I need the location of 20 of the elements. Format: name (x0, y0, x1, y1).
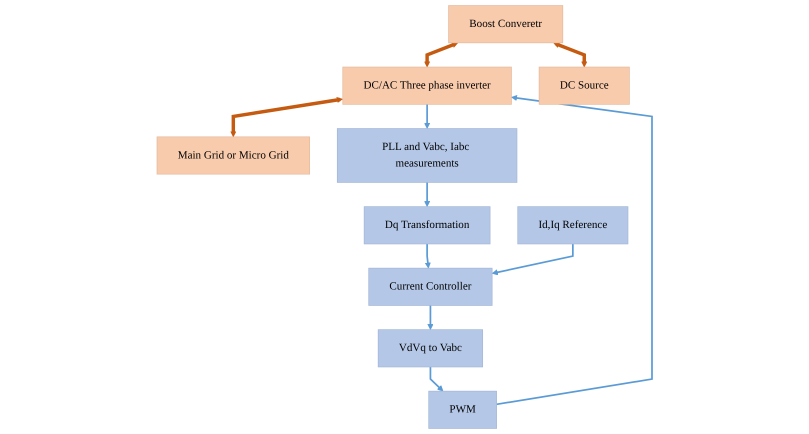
arrow (430, 366, 444, 392)
node-box: DC Source (538, 66, 630, 105)
arrow (424, 104, 430, 129)
node-box: Main Grid or Micro Grid (156, 136, 310, 174)
arrow (553, 42, 588, 68)
arrow (230, 96, 343, 138)
arrow (424, 244, 431, 268)
node-box: Current Controller (368, 268, 492, 306)
arrow (492, 244, 574, 276)
node-box: Dq Transformation (364, 206, 490, 244)
arrow (424, 182, 430, 207)
arrow (424, 42, 458, 68)
arrow (427, 305, 434, 330)
node-box: PWM (428, 390, 497, 429)
node-box: PLL and Vabc, Iabc measurements (336, 128, 518, 183)
node-box: Boost Converetr (448, 5, 564, 44)
node-box: Id,Iq Reference (517, 206, 628, 244)
node-box: DC/AC Three phase inverter (342, 66, 512, 105)
node-box: VdVq to Vabc (378, 329, 484, 368)
arrow (496, 94, 653, 406)
